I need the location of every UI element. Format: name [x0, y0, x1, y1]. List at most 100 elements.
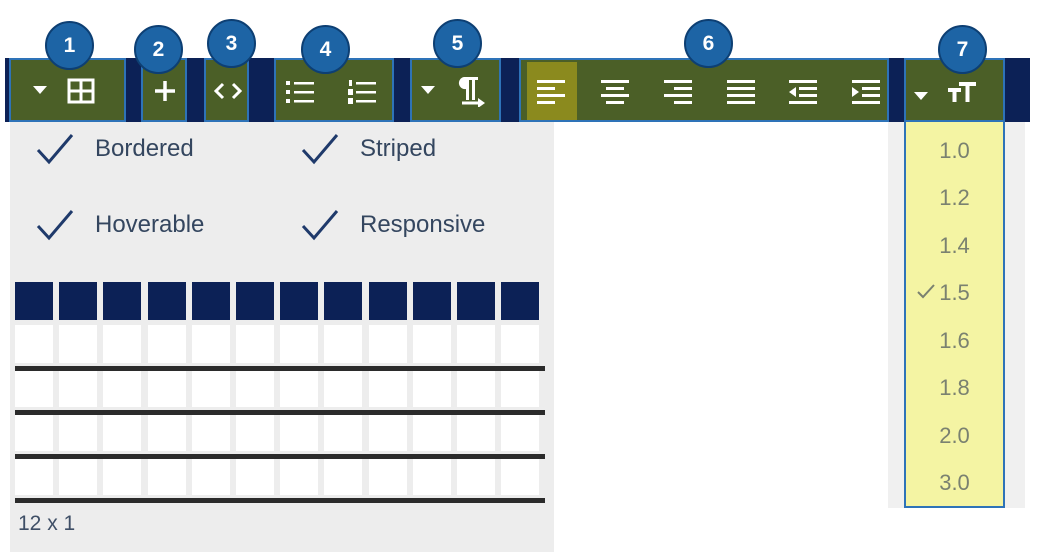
line-height-option[interactable]: 3.0	[906, 460, 1003, 507]
align-left-icon[interactable]	[537, 80, 565, 104]
grid-cell[interactable]	[501, 457, 539, 495]
line-height-option[interactable]: 1.0	[906, 127, 1003, 174]
check-icon	[301, 210, 339, 241]
line-height-icon[interactable]	[948, 80, 976, 104]
badge-2: 2	[134, 25, 183, 74]
grid-cell[interactable]	[280, 413, 318, 451]
grid-cell[interactable]	[324, 413, 362, 451]
grid-cell[interactable]	[192, 325, 230, 363]
line-height-option-label: 1.8	[939, 375, 970, 400]
grid-cell[interactable]	[457, 369, 495, 407]
grid-cell[interactable]	[103, 369, 141, 407]
badge-4: 4	[301, 25, 350, 74]
option-bordered[interactable]: Bordered	[35, 132, 194, 166]
grid-cell[interactable]	[236, 325, 274, 363]
plus-icon[interactable]	[153, 79, 177, 103]
grid-cell[interactable]	[501, 413, 539, 451]
grid-cell[interactable]	[413, 369, 451, 407]
grid-cell[interactable]	[59, 325, 97, 363]
option-responsive[interactable]: Responsive	[300, 208, 485, 242]
align-justify-icon[interactable]	[727, 80, 755, 104]
grid-cell[interactable]	[280, 369, 318, 407]
grid-cell[interactable]	[413, 413, 451, 451]
grid-cell[interactable]	[192, 457, 230, 495]
align-center-icon[interactable]	[601, 80, 629, 104]
grid-cell[interactable]	[236, 413, 274, 451]
grid-cell[interactable]	[103, 457, 141, 495]
grid-cell[interactable]	[148, 325, 186, 363]
grid-cell[interactable]	[413, 325, 451, 363]
grid-cell[interactable]	[324, 369, 362, 407]
grid-cell[interactable]	[103, 325, 141, 363]
dropdown-caret-icon[interactable]	[33, 86, 47, 95]
grid-cell[interactable]	[369, 325, 407, 363]
grid-cell[interactable]	[15, 457, 53, 495]
grid-cell-selected[interactable]	[103, 282, 141, 320]
grid-cell-selected[interactable]	[148, 282, 186, 320]
grid-cell[interactable]	[103, 413, 141, 451]
grid-cell-selected[interactable]	[236, 282, 274, 320]
grid-cell[interactable]	[369, 457, 407, 495]
grid-cell[interactable]	[148, 457, 186, 495]
option-hoverable[interactable]: Hoverable	[35, 208, 204, 242]
line-height-option[interactable]: 1.8	[906, 365, 1003, 412]
grid-cell[interactable]	[280, 457, 318, 495]
grid-cell[interactable]	[15, 413, 53, 451]
grid-cell[interactable]	[369, 369, 407, 407]
table-size-label: 12 x 1	[18, 512, 76, 535]
grid-cell-selected[interactable]	[324, 282, 362, 320]
code-icon[interactable]	[214, 81, 242, 101]
align-left-active[interactable]	[527, 62, 577, 120]
grid-cell[interactable]	[59, 369, 97, 407]
table-grid-icon[interactable]	[67, 78, 95, 104]
grid-cell-selected[interactable]	[413, 282, 451, 320]
align-right-icon[interactable]	[664, 80, 692, 104]
paragraph-group[interactable]	[410, 58, 501, 122]
grid-cell[interactable]	[59, 457, 97, 495]
grid-cell[interactable]	[15, 325, 53, 363]
line-height-option-label: 1.0	[939, 137, 970, 163]
indent-icon[interactable]	[852, 80, 880, 104]
line-height-option[interactable]: 1.4	[906, 222, 1003, 269]
dropdown-caret-icon[interactable]	[421, 86, 435, 95]
grid-cell-selected[interactable]	[192, 282, 230, 320]
grid-cell-selected[interactable]	[369, 282, 407, 320]
grid-cell[interactable]	[501, 325, 539, 363]
line-height-option[interactable]: 1.5	[906, 270, 1003, 317]
line-height-option-label: 1.4	[939, 232, 970, 258]
grid-cell-selected[interactable]	[280, 282, 318, 320]
line-height-option[interactable]: 1.2	[906, 175, 1003, 222]
grid-cell-selected[interactable]	[15, 282, 53, 320]
grid-cell-selected[interactable]	[457, 282, 495, 320]
table-size-grid[interactable]	[15, 282, 545, 504]
grid-cell[interactable]	[457, 325, 495, 363]
ordered-list-icon[interactable]	[348, 80, 376, 104]
grid-cell[interactable]	[413, 457, 451, 495]
grid-cell[interactable]	[192, 369, 230, 407]
grid-cell[interactable]	[15, 369, 53, 407]
grid-cell-selected[interactable]	[59, 282, 97, 320]
grid-cell[interactable]	[236, 457, 274, 495]
grid-row-divider	[15, 410, 545, 415]
grid-cell[interactable]	[324, 325, 362, 363]
unordered-list-icon[interactable]	[286, 80, 314, 104]
grid-cell[interactable]	[280, 325, 318, 363]
dropdown-caret-icon[interactable]	[914, 92, 928, 101]
grid-cell[interactable]	[369, 413, 407, 451]
paragraph-direction-icon[interactable]	[456, 75, 486, 107]
grid-cell[interactable]	[59, 413, 97, 451]
line-height-option[interactable]: 1.6	[906, 317, 1003, 364]
grid-cell[interactable]	[192, 413, 230, 451]
grid-cell[interactable]	[457, 413, 495, 451]
grid-cell[interactable]	[236, 369, 274, 407]
grid-cell[interactable]	[457, 457, 495, 495]
grid-cell-selected[interactable]	[501, 282, 539, 320]
outdent-icon[interactable]	[789, 80, 817, 104]
grid-cell[interactable]	[501, 369, 539, 407]
grid-cell[interactable]	[148, 369, 186, 407]
badge-7: 7	[938, 25, 987, 74]
option-striped[interactable]: Striped	[300, 132, 436, 166]
line-height-option[interactable]: 2.0	[906, 412, 1003, 459]
grid-cell[interactable]	[148, 413, 186, 451]
grid-cell[interactable]	[324, 457, 362, 495]
